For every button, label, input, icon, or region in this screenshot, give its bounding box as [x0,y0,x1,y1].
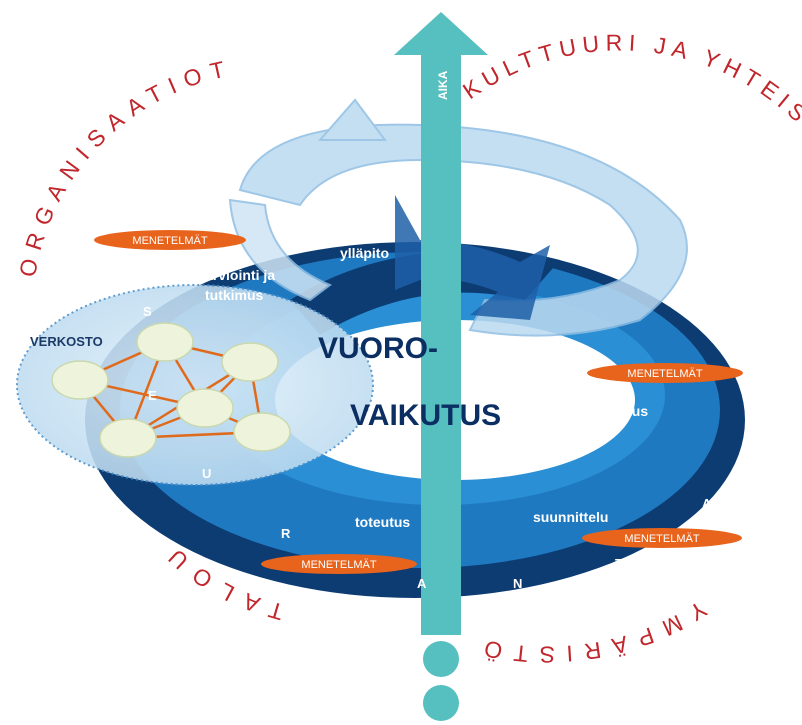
network: VERKOSTO [16,284,374,486]
methods-badge-right: MENETELMÄT [587,363,743,383]
phase-aloitus: aloitus [603,403,648,419]
phase-tutkimus: tutkimus [205,287,264,303]
network-node [136,322,194,362]
time-axis-shaft [421,50,461,635]
svg-text:MENETELMÄT: MENETELMÄT [301,559,376,571]
seuranta-letter: E [148,388,157,403]
network-node [233,412,291,452]
svg-text:MENETELMÄT: MENETELMÄT [132,235,207,247]
center-title-line2: VAIKUTUS [350,399,501,432]
seuranta-letter: A [702,496,712,511]
methods-badge-bottom-left: MENETELMÄT [261,554,417,574]
network-node [51,360,109,400]
time-axis-dot-2 [423,685,459,721]
network-node [221,342,279,382]
seuranta-letter: N [513,576,522,591]
seuranta-letter: T [615,556,623,571]
network-node [176,388,234,428]
phase-suunnittelu: suunnittelu [533,509,608,525]
time-axis-head [394,12,488,55]
methods-badge-bottom-right: MENETELMÄT [582,528,742,548]
seuranta-letter: A [417,576,427,591]
phase-arviointi: arviointi ja [205,267,275,283]
network-nodes [51,322,291,458]
center-title-line1: VUORO- [318,332,438,365]
network-label: VERKOSTO [30,334,103,349]
phase-toteutus: toteutus [355,514,410,530]
time-axis: AIKA [394,12,488,721]
time-axis-label: AIKA [436,70,450,100]
seuranta-letter: S [143,304,152,319]
svg-text:MENETELMÄT: MENETELMÄT [627,368,702,380]
phase-yllapito: ylläpito [340,245,389,261]
seuranta-letter: U [202,466,211,481]
svg-text:MENETELMÄT: MENETELMÄT [624,533,699,545]
yllapito-arrow [395,195,550,320]
time-axis-dot-1 [423,641,459,677]
network-node [99,418,157,458]
ring-label-ymparisto: YMPÄRISTÖ [471,596,711,668]
methods-badge-top-left: MENETELMÄT [94,230,246,250]
seuranta-letter: R [281,526,291,541]
